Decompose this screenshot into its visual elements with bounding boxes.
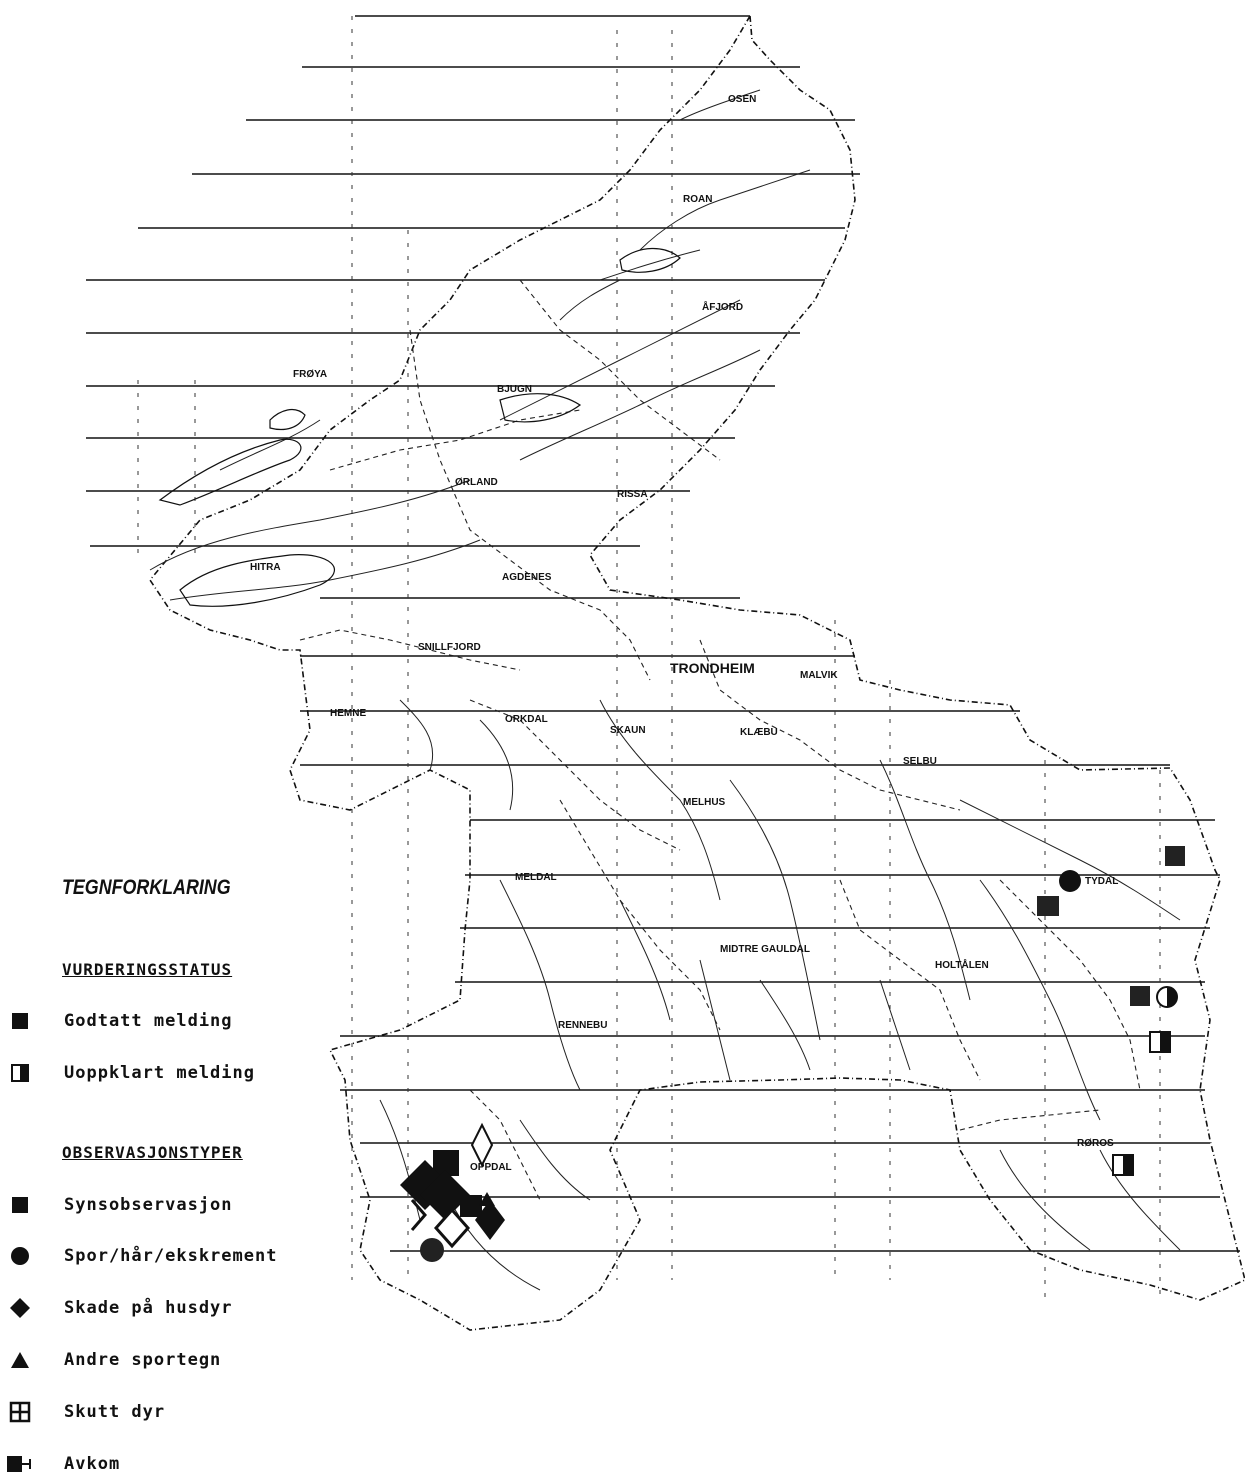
oppdal-cluster xyxy=(400,1122,505,1262)
place-orland: ØRLAND xyxy=(455,477,498,488)
legend-label: Avkom xyxy=(64,1454,121,1474)
place-rissa: RISSA xyxy=(617,489,648,500)
diamond-icon xyxy=(0,1294,40,1322)
legend-item-godtatt: Godtatt melding xyxy=(0,1007,232,1035)
type-heading: OBSERVASJONSTYPER xyxy=(62,1143,243,1162)
place-tydal: TYDAL xyxy=(1085,876,1118,887)
legend-label: Uoppklart melding xyxy=(64,1063,255,1083)
grid-square-icon xyxy=(0,1398,40,1426)
place-selbu: SELBU xyxy=(903,756,937,767)
legend-label: Skade på husdyr xyxy=(64,1298,233,1318)
county-border xyxy=(149,13,1245,1331)
place-meldal: MELDAL xyxy=(515,872,557,883)
sighting-marker xyxy=(1130,986,1150,1006)
rivers xyxy=(149,89,1181,1291)
place-trondheim: TRONDHEIM xyxy=(670,660,755,676)
place-rennebu: RENNEBU xyxy=(558,1020,607,1031)
legend-item-andre-sportegn: Andre sportegn xyxy=(0,1346,220,1374)
islands xyxy=(158,247,681,607)
grid-lines xyxy=(86,15,1240,1252)
legend-label: Spor/hår/ekskrement xyxy=(64,1246,278,1266)
triangle-icon xyxy=(0,1346,40,1374)
vertical-grid xyxy=(137,16,1161,1300)
place-snillfjord: SNILLFJORD xyxy=(418,642,481,653)
legend-item-skade: Skade på husdyr xyxy=(0,1294,232,1322)
place-melhus: MELHUS xyxy=(683,797,726,808)
sighting-marker xyxy=(1165,846,1185,866)
place-labels: OSEN ROAN ÅFJORD FRØYA BJUGN ØRLAND RISS… xyxy=(250,94,1118,1173)
place-skaun: SKAUN xyxy=(610,725,646,736)
legend-item-avkom: Avkom xyxy=(0,1450,119,1478)
half-filled-square-icon xyxy=(0,1059,40,1087)
place-klaebu: KLÆBU xyxy=(740,727,778,738)
legend-label: Skutt dyr xyxy=(64,1402,166,1422)
legend-item-skutt-dyr: Skutt dyr xyxy=(0,1398,164,1426)
filled-square-icon xyxy=(0,1007,40,1035)
place-holtalen: HOLTÅLEN xyxy=(935,958,989,971)
observation-markers xyxy=(400,846,1185,1262)
square-icon xyxy=(0,1191,40,1219)
place-hemne: HEMNE xyxy=(330,708,366,719)
place-froya: FRØYA xyxy=(293,369,327,380)
place-malvik: MALVIK xyxy=(800,670,838,681)
place-roros: RØROS xyxy=(1077,1138,1114,1149)
sighting-marker xyxy=(1037,896,1059,916)
legend-label: Andre sportegn xyxy=(64,1350,222,1370)
place-oppdal: OPPDAL xyxy=(470,1162,512,1173)
legend-item-uoppklart: Uoppklart melding xyxy=(0,1059,254,1087)
municipality-borders xyxy=(299,279,1141,1201)
unresolved-sighting-marker xyxy=(1149,1031,1171,1053)
legend-title: TEGNFORKLARING xyxy=(62,876,231,899)
unresolved-track-marker xyxy=(1156,986,1178,1008)
place-bjugn: BJUGN xyxy=(497,384,532,395)
status-heading: VURDERINGSSTATUS xyxy=(62,960,233,979)
place-hitra: HITRA xyxy=(250,562,281,573)
place-afjord: ÅFJORD xyxy=(702,300,743,313)
circle-icon xyxy=(0,1242,40,1270)
place-agdenes: AGDENES xyxy=(502,572,552,583)
place-orkdal: ORKDAL xyxy=(505,714,548,725)
place-osen: OSEN xyxy=(728,94,756,105)
square-with-tick-icon xyxy=(0,1450,40,1478)
legend-label: Godtatt melding xyxy=(64,1011,233,1031)
place-midtre-gauldal: MIDTRE GAULDAL xyxy=(720,944,810,955)
unresolved-sighting-marker xyxy=(1112,1154,1134,1176)
legend-item-spor: Spor/hår/ekskrement xyxy=(0,1242,276,1270)
place-roan: ROAN xyxy=(683,194,712,205)
legend-item-synsobservasjon: Synsobservasjon xyxy=(0,1191,232,1219)
legend-label: Synsobservasjon xyxy=(64,1195,233,1215)
track-marker xyxy=(1059,870,1081,892)
